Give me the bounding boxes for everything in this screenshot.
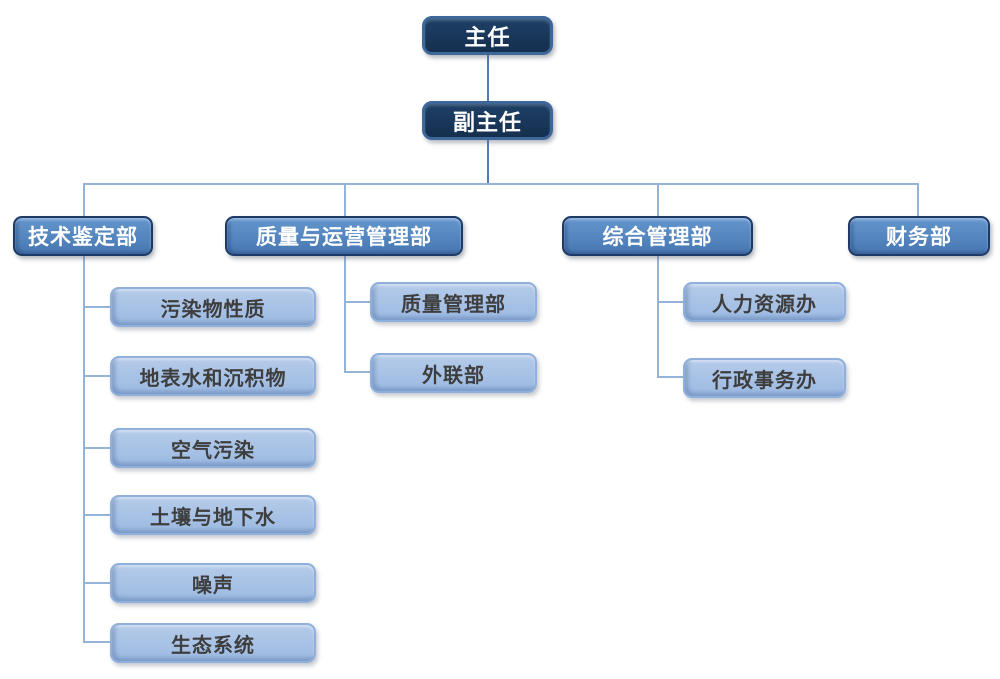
sub-administrative-affairs: 行政事务办: [683, 358, 846, 398]
sub-pollutant-properties: 污染物性质: [110, 287, 316, 327]
connector-drop-dept4: [917, 183, 919, 216]
sub-surface-water-sediments: 地表水和沉积物: [110, 356, 316, 396]
connector-stub: [344, 301, 370, 303]
connector-bus: [83, 183, 919, 185]
sub-human-resources: 人力资源办: [683, 282, 846, 322]
connector-trunk-dept3: [657, 256, 659, 378]
connector-director-deputy: [487, 55, 489, 101]
connector-stub: [83, 582, 110, 584]
connector-stub: [83, 306, 110, 308]
connector-stub: [83, 447, 110, 449]
dept-technical-appraisal: 技术鉴定部: [13, 216, 153, 256]
sub-air-pollution: 空气污染: [110, 428, 316, 468]
connector-stub: [83, 375, 110, 377]
connector-deputy-bus: [487, 140, 489, 183]
dept-general-management: 综合管理部: [562, 216, 753, 256]
node-director: 主任: [422, 16, 553, 55]
node-deputy-director: 副主任: [422, 101, 553, 140]
sub-ecosystem: 生态系统: [110, 623, 316, 663]
sub-soil-groundwater: 土壤与地下水: [110, 495, 316, 535]
dept-quality-operations: 质量与运营管理部: [225, 216, 463, 256]
connector-drop-dept3: [657, 183, 659, 216]
sub-quality-management: 质量管理部: [370, 282, 537, 322]
sub-noise: 噪声: [110, 563, 316, 603]
connector-stub: [83, 641, 110, 643]
connector-stub: [657, 301, 683, 303]
dept-finance: 财务部: [848, 216, 990, 256]
connector-stub: [657, 376, 683, 378]
connector-trunk-dept1: [83, 256, 85, 643]
connector-stub: [344, 371, 370, 373]
connector-stub: [83, 514, 110, 516]
connector-drop-dept1: [83, 183, 85, 216]
connector-drop-dept2: [344, 183, 346, 216]
sub-external-liaison: 外联部: [370, 353, 537, 393]
connector-trunk-dept2: [344, 256, 346, 373]
